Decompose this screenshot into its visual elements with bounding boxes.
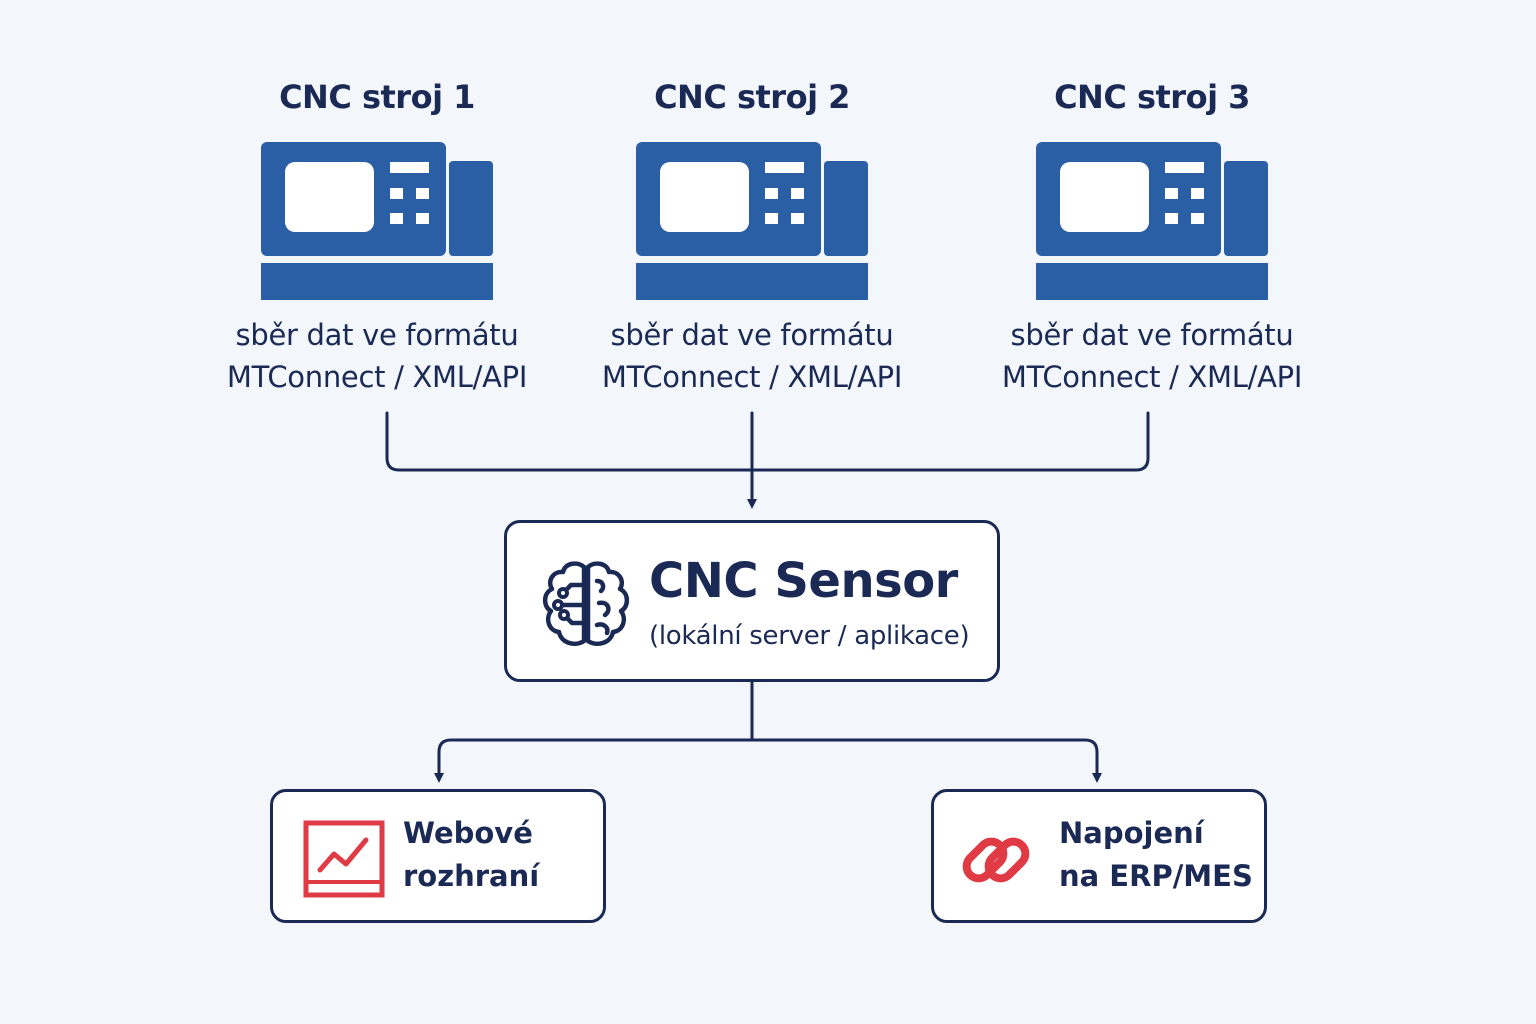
cnc-sensor-box: CNC Sensor (lokální server / aplikace) <box>504 520 1000 682</box>
web-interface-label: Webové rozhraní <box>403 812 539 898</box>
label-line-2: na ERP/MES <box>1059 859 1253 893</box>
chart-monitor-icon <box>303 820 385 898</box>
machine-3: CNC stroj 3 sběr dat ve formátu MTConnec… <box>962 72 1342 398</box>
desc-line-2: MTConnect / XML/API <box>1001 360 1303 394</box>
machine-title: CNC stroj 2 <box>654 78 850 116</box>
label-line-1: Webové <box>403 816 533 850</box>
erp-mes-label: Napojení na ERP/MES <box>1059 812 1253 898</box>
desc-line-1: sběr dat ve formátu <box>610 318 894 352</box>
erp-connector <box>750 738 1102 783</box>
web-connector <box>434 738 754 783</box>
cnc-machine-icon <box>1036 142 1268 300</box>
desc-line-1: sběr dat ve formátu <box>1010 318 1294 352</box>
web-interface-box: Webové rozhraní <box>270 789 606 923</box>
machine-1: CNC stroj 1 sběr dat ve formátu MTConnec… <box>187 72 567 398</box>
label-line-1: Napojení <box>1059 816 1204 850</box>
sensor-subtitle: (lokální server / aplikace) <box>649 621 970 651</box>
brain-circuit-icon <box>542 561 630 646</box>
machine1-connector <box>385 411 1150 472</box>
machine-title: CNC stroj 1 <box>279 78 475 116</box>
cnc-machine-icon <box>261 142 493 300</box>
machine-title: CNC stroj 3 <box>1054 78 1250 116</box>
erp-mes-box: Napojení na ERP/MES <box>931 789 1267 923</box>
sensor-title: CNC Sensor <box>649 553 958 609</box>
desc-line-2: MTConnect / XML/API <box>601 360 903 394</box>
cnc-machine-icon <box>636 142 868 300</box>
desc-line-2: MTConnect / XML/API <box>226 360 528 394</box>
machine-description: sběr dat ve formátu MTConnect / XML/API <box>187 314 567 398</box>
link-chain-icon <box>962 837 1030 883</box>
label-line-2: rozhraní <box>403 859 540 893</box>
machine-description: sběr dat ve formátu MTConnect / XML/API <box>962 314 1342 398</box>
desc-line-1: sběr dat ve formátu <box>235 318 519 352</box>
machine-description: sběr dat ve formátu MTConnect / XML/API <box>562 314 942 398</box>
machine-2: CNC stroj 2 sběr dat ve formátu MTConnec… <box>562 72 942 398</box>
